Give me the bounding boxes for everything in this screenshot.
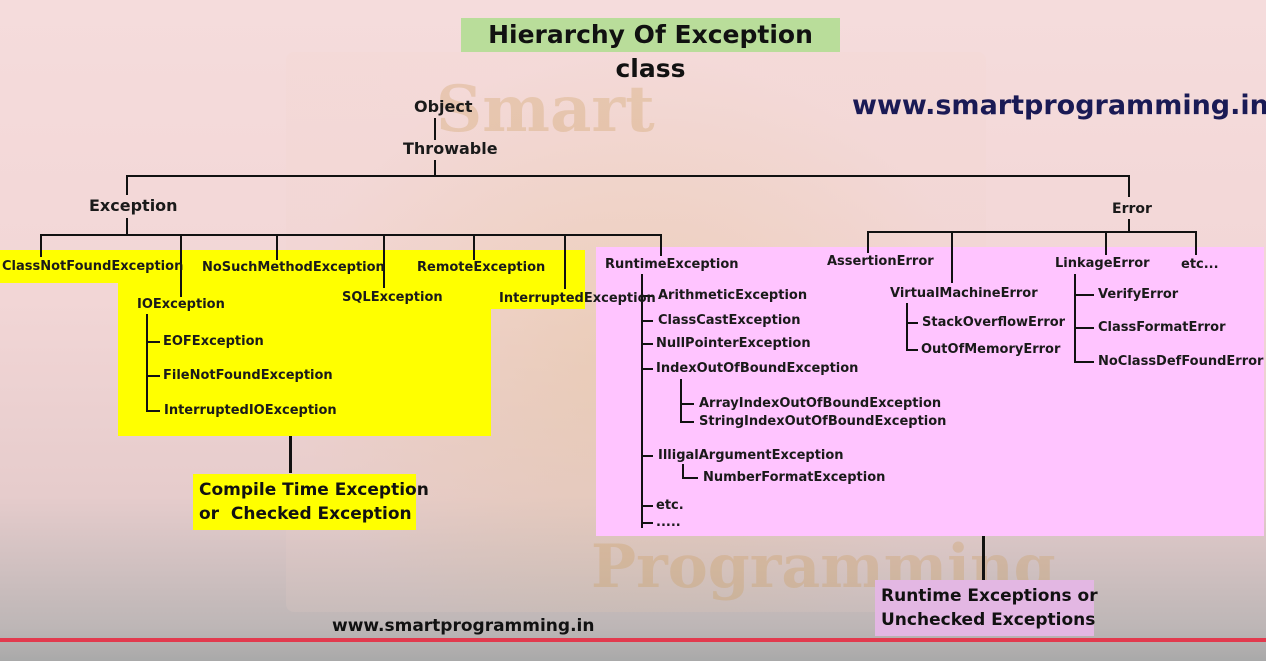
- node-arithmetic-exception: ArithmeticException: [658, 288, 808, 303]
- connector: [951, 231, 953, 283]
- connector: [906, 303, 908, 350]
- node-error: Error: [1112, 201, 1152, 217]
- connector: [641, 505, 653, 507]
- connector: [276, 234, 278, 260]
- node-class-format-error: ClassFormatError: [1098, 320, 1226, 335]
- page-title: Hierarchy Of Exception class: [461, 18, 840, 83]
- watermark-text-top: Smart: [436, 72, 655, 147]
- node-dots: .....: [656, 515, 681, 530]
- connector: [383, 234, 385, 288]
- node-etc-errors: etc...: [1181, 257, 1219, 272]
- connector: [641, 274, 643, 528]
- node-interrupted-exception: InterruptedException: [499, 291, 656, 306]
- connector: [1074, 294, 1094, 296]
- connector: [564, 234, 566, 289]
- connector: [680, 379, 682, 422]
- footer-accent-line: [0, 638, 1266, 642]
- node-assertion-error: AssertionError: [827, 254, 934, 269]
- connector: [126, 175, 1130, 177]
- checked-note-line1: Compile Time Exception: [199, 480, 429, 500]
- connector: [473, 234, 475, 260]
- checked-region-right: [491, 283, 585, 309]
- connector: [641, 343, 653, 345]
- node-throwable: Throwable: [403, 139, 498, 158]
- connector: [660, 234, 662, 256]
- connector: [434, 160, 436, 176]
- node-sql-exception: SQLException: [342, 290, 443, 305]
- node-illegal-argument-exception: IlligalArgumentException: [658, 448, 844, 463]
- node-runtime-exception: RuntimeException: [605, 257, 739, 272]
- footer-website-url: www.smartprogramming.in: [332, 616, 595, 636]
- connector: [867, 231, 869, 253]
- node-out-of-memory-error: OutOfMemoryError: [921, 342, 1061, 357]
- connector: [641, 522, 653, 524]
- connector: [1195, 231, 1197, 255]
- connector: [1074, 361, 1094, 363]
- checked-region-top: [0, 250, 585, 283]
- connector: [146, 314, 148, 411]
- node-null-pointer-exception: NullPointerException: [656, 336, 811, 351]
- node-file-not-found-exception: FileNotFoundException: [163, 368, 333, 383]
- connector: [434, 118, 436, 140]
- unchecked-note-line1: Runtime Exceptions or: [881, 586, 1098, 606]
- node-no-such-method-exception: NoSuchMethodException: [202, 260, 385, 275]
- connector: [1105, 231, 1107, 255]
- node-eof-exception: EOFException: [163, 334, 264, 349]
- node-number-format-exception: NumberFormatException: [703, 470, 886, 485]
- node-interrupted-io-exception: InterruptedIOException: [164, 403, 337, 418]
- connector: [680, 403, 694, 405]
- connector: [180, 234, 182, 297]
- connector: [982, 536, 985, 580]
- node-array-index-exception: ArrayIndexOutOfBoundException: [699, 396, 942, 411]
- connector: [1074, 327, 1094, 329]
- connector: [1074, 274, 1076, 362]
- connector: [906, 349, 918, 351]
- node-stack-overflow-error: StackOverflowError: [922, 315, 1066, 330]
- connector: [906, 322, 918, 324]
- checked-note-line2: or Checked Exception: [199, 504, 412, 524]
- connector: [641, 320, 653, 322]
- connector: [682, 464, 684, 478]
- connector: [641, 368, 653, 370]
- node-object: Object: [414, 97, 473, 116]
- connector: [40, 234, 42, 257]
- connector: [146, 341, 160, 343]
- connector: [680, 421, 694, 423]
- unchecked-region-tail: [632, 288, 642, 536]
- node-class-not-found-exception: ClassNotFoundException: [2, 259, 184, 274]
- node-remote-exception: RemoteException: [417, 260, 546, 275]
- node-virtual-machine-error: VirtualMachineError: [890, 286, 1038, 301]
- connector: [146, 375, 160, 377]
- node-io-exception: IOException: [137, 297, 225, 312]
- node-class-cast-exception: ClassCastException: [658, 313, 801, 328]
- node-index-out-of-bound-exception: IndexOutOfBoundException: [656, 361, 859, 376]
- connector: [641, 455, 653, 457]
- connector: [146, 410, 160, 412]
- connector: [40, 234, 662, 236]
- checked-exceptions-note: Compile Time Exception or Checked Except…: [193, 474, 429, 530]
- node-exception: Exception: [89, 196, 178, 215]
- connector: [682, 477, 698, 479]
- node-no-class-def-found-error: NoClassDefFoundError: [1098, 354, 1264, 369]
- connector: [1128, 219, 1130, 232]
- checked-region-body: [118, 283, 491, 436]
- node-string-index-exception: StringIndexOutOfBoundException: [699, 414, 947, 429]
- node-etc: etc.: [656, 498, 684, 513]
- connector: [126, 175, 128, 195]
- connector: [641, 295, 653, 297]
- connector: [289, 436, 292, 473]
- node-linkage-error: LinkageError: [1055, 256, 1150, 271]
- node-verify-error: VerifyError: [1098, 287, 1179, 302]
- unchecked-note-line2: Unchecked Exceptions: [881, 610, 1096, 630]
- unchecked-exceptions-note: Runtime Exceptions or Unchecked Exceptio…: [875, 580, 1098, 636]
- connector: [126, 218, 128, 235]
- unchecked-region: [596, 247, 1264, 536]
- connector: [1128, 175, 1130, 197]
- connector: [867, 231, 1197, 233]
- website-url: www.smartprogramming.in: [852, 90, 1266, 121]
